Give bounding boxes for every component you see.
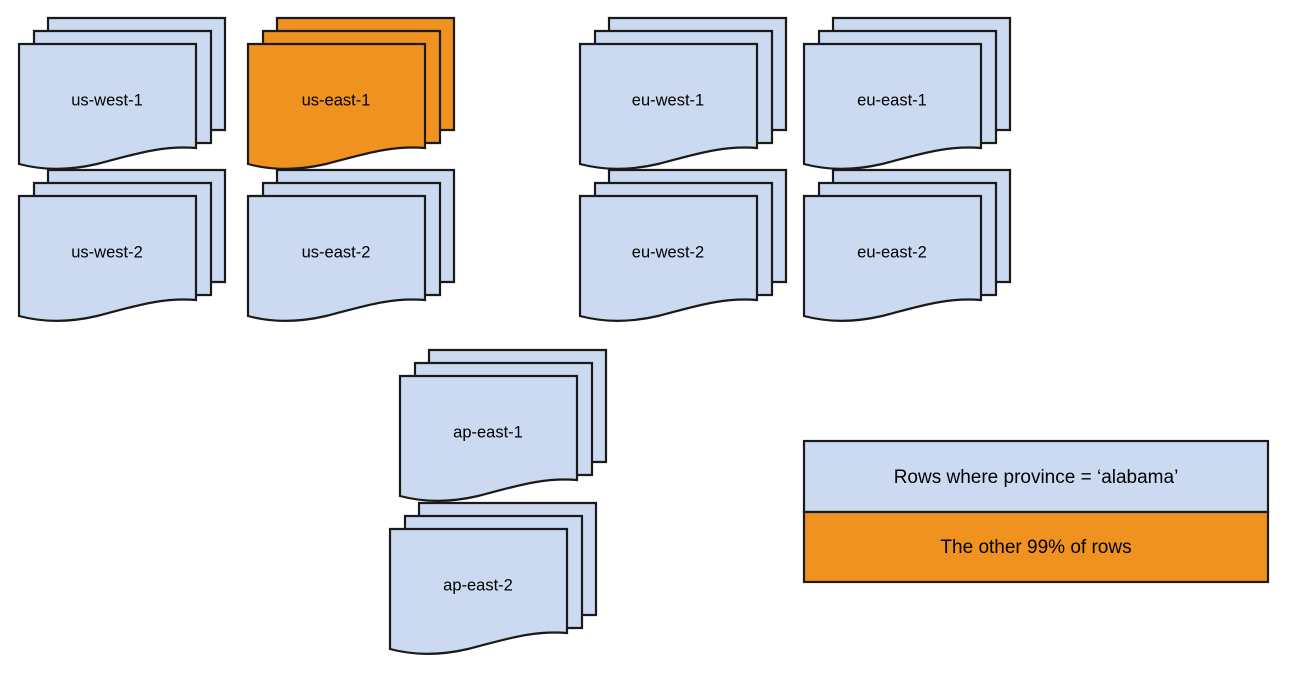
region-stack-label: eu-east-1 [857,91,927,109]
legend-swatch-other-rows [802,510,1270,584]
region-stack-label: us-west-2 [71,243,143,261]
region-stack-eu-east-1[interactable]: eu-east-1 [802,16,1012,170]
legend-label-other-rows: The other 99% of rows [940,537,1131,558]
legend-swatch-rows-alabama [802,439,1270,514]
region-stack-us-west-2[interactable]: us-west-2 [17,168,227,322]
region-stack-us-west-1[interactable]: us-west-1 [17,16,227,170]
region-stack-label: us-west-1 [71,91,143,109]
legend-label-rows-alabama: Rows where province = ‘alabama’ [894,467,1179,488]
region-stack-label: ap-east-1 [453,423,523,441]
region-stack-ap-east-2[interactable]: ap-east-2 [388,501,598,655]
region-stack-ap-east-1[interactable]: ap-east-1 [398,348,608,502]
region-stack-eu-west-1[interactable]: eu-west-1 [578,16,788,170]
region-stack-us-east-2[interactable]: us-east-2 [246,168,456,322]
region-stack-label: eu-west-2 [632,243,704,261]
region-stack-label: us-east-2 [302,243,371,261]
region-stack-label: eu-west-1 [632,91,704,109]
region-stack-us-east-1[interactable]: us-east-1 [246,16,456,170]
region-stack-eu-west-2[interactable]: eu-west-2 [578,168,788,322]
region-stack-label: us-east-1 [302,91,371,109]
region-stack-label: eu-east-2 [857,243,927,261]
legend: Rows where province = ‘alabama’ The othe… [802,439,1270,584]
region-stack-eu-east-2[interactable]: eu-east-2 [802,168,1012,322]
region-stack-label: ap-east-2 [443,576,513,594]
